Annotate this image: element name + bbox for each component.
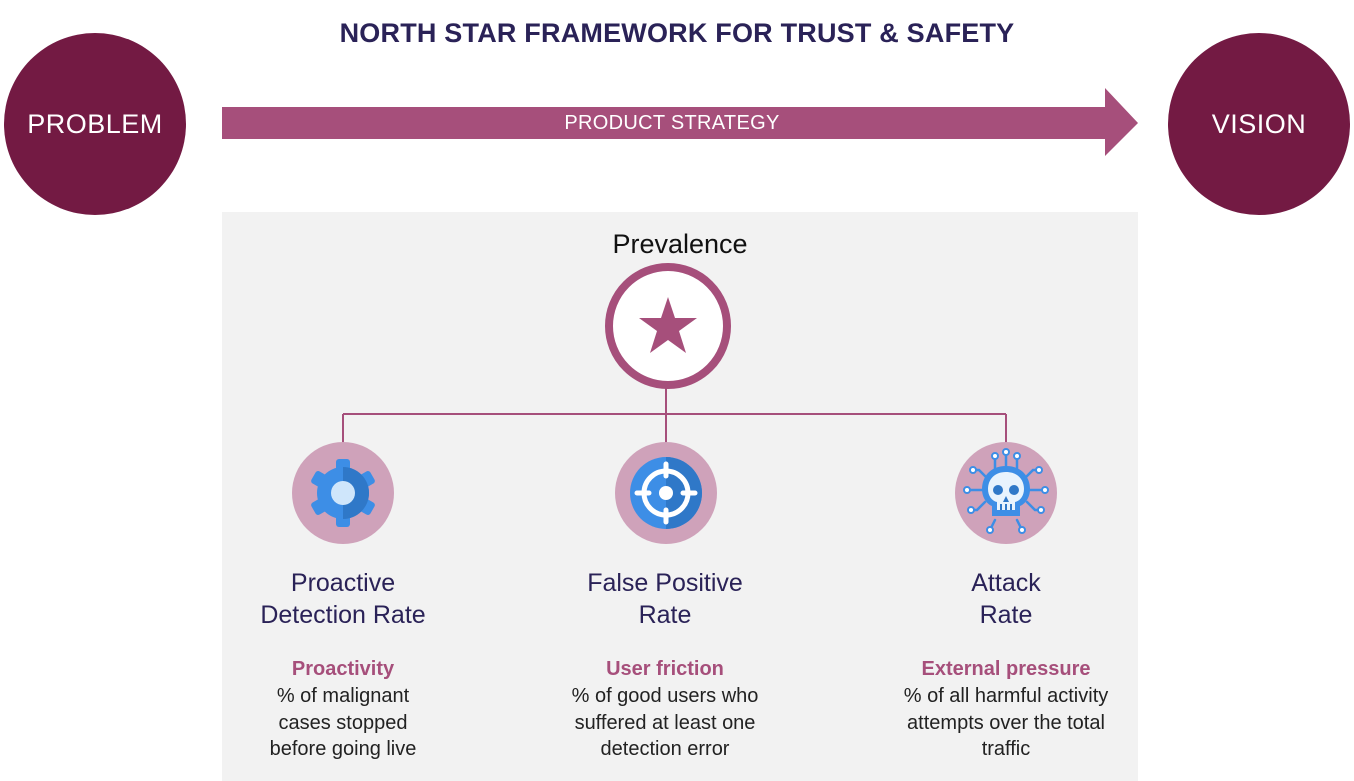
metric-desc-line: cases stopped <box>278 711 408 734</box>
metric-name: False Positive Rate <box>515 567 815 631</box>
strategy-label: PRODUCT STRATEGY <box>564 112 780 134</box>
metric-icon-badge <box>955 442 1057 544</box>
metric-heading: User friction <box>606 658 724 680</box>
metric-name: Attack Rate <box>856 567 1156 631</box>
metric-desc-line: suffered at least one <box>574 711 756 734</box>
vision-label: VISION <box>1211 108 1307 139</box>
strategy-arrow <box>222 88 1138 156</box>
metric-desc-line: before going live <box>269 738 417 760</box>
target-icon <box>630 457 702 529</box>
skull-circuit-icon <box>963 448 1049 534</box>
metric-desc-line: traffic <box>981 738 1031 760</box>
north-star-badge <box>605 263 731 389</box>
problem-circle: PROBLEM <box>4 33 186 215</box>
north-star-label: Prevalence <box>612 229 748 259</box>
metric-name-line: Detection Rate <box>260 601 426 629</box>
metric-heading: External pressure <box>921 658 1091 680</box>
metric-desc-line: attempts over the total <box>907 711 1105 734</box>
metric-name-line: Proactive <box>290 569 396 597</box>
metric-heading: Proactivity <box>291 658 395 680</box>
metric-desc-line: % of malignant <box>276 685 410 707</box>
metric-description: % of good users who suffered at least on… <box>515 683 815 763</box>
star-icon <box>639 297 697 353</box>
metric-desc-line: % of good users who <box>571 685 759 707</box>
vision-circle: VISION <box>1168 33 1350 215</box>
diagram-title: NORTH STAR FRAMEWORK FOR TRUST & SAFETY <box>339 18 1015 48</box>
metric-icon-badge <box>292 442 394 544</box>
metric-name-line: Rate <box>638 601 692 629</box>
metric-description: % of all harmful activity attempts over … <box>856 683 1156 763</box>
metric-name: Proactive Detection Rate <box>193 567 493 631</box>
metric-name-line: Attack <box>971 569 1041 597</box>
metric-name-line: False Positive <box>587 569 743 597</box>
metric-desc-line: detection error <box>600 738 730 760</box>
metric-icon-badge <box>615 442 717 544</box>
metric-name-line: Rate <box>979 601 1033 629</box>
metric-desc-line: % of all harmful activity <box>903 685 1109 707</box>
metric-description: % of malignant cases stopped before goin… <box>193 683 493 763</box>
problem-label: PROBLEM <box>27 108 163 139</box>
gear-icon <box>311 459 375 527</box>
